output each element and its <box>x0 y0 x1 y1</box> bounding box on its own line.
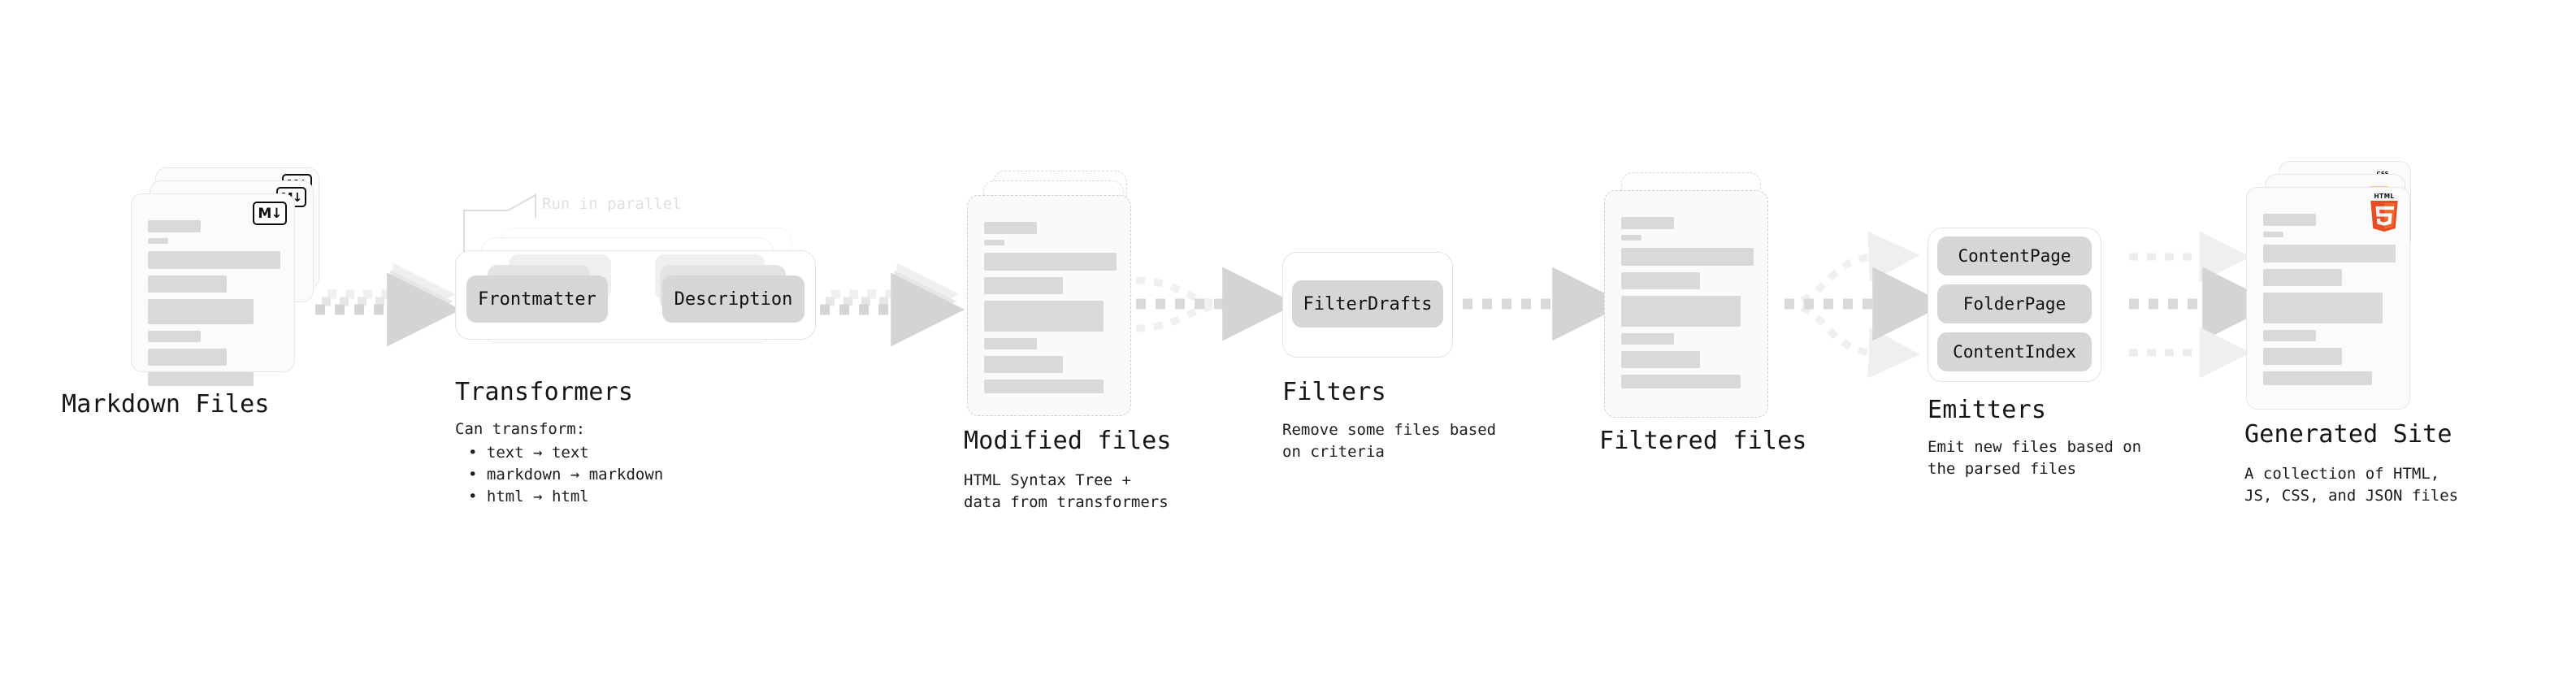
filters-desc-1: Remove some files based <box>1282 421 1497 439</box>
html5-icon: HTML <box>2369 193 2400 232</box>
markdown-card-front[interactable]: M↓ <box>131 193 295 386</box>
arrow-markdown-to-transformers <box>315 262 462 347</box>
filtered-card-front[interactable] <box>1604 190 1768 418</box>
modified-files-desc-1: HTML Syntax Tree + <box>964 471 1131 489</box>
arrow-modified-to-filters <box>1135 267 1297 341</box>
frontmatter-pill[interactable]: Frontmatter <box>466 275 608 323</box>
contentpage-pill[interactable]: ContentPage <box>1937 236 2092 275</box>
arrow-filtered-to-emitters <box>1784 231 1947 379</box>
filters-desc-2: on criteria <box>1282 443 1385 461</box>
markdown-card-placeholder-lines <box>132 194 294 386</box>
arrow-emitters-to-site <box>2129 231 2277 379</box>
modified-card-placeholder-lines <box>968 196 1130 415</box>
markdown-files-title: Markdown Files <box>62 390 270 419</box>
generated-site-desc-2: JS, CSS, and JSON files <box>2244 487 2459 505</box>
run-in-parallel-label: Run in parallel <box>542 195 682 213</box>
transformers-transform-item-1: • markdown → markdown <box>468 466 664 484</box>
filters-title: Filters <box>1282 378 1386 406</box>
generated-site-desc-1: A collection of HTML, <box>2244 465 2440 483</box>
modified-files-title: Modified files <box>964 427 1172 455</box>
filterdrafts-pill[interactable]: FilterDrafts <box>1292 280 1443 327</box>
emitters-desc-2: the parsed files <box>1928 460 2077 478</box>
filtered-card-placeholder-lines <box>1605 191 1767 417</box>
generated-site-title: Generated Site <box>2244 420 2452 449</box>
markdown-badge: M↓ <box>253 202 287 225</box>
modified-card-front[interactable] <box>967 195 1131 416</box>
emitters-title: Emitters <box>1928 396 2047 424</box>
transformers-transform-item-2: • html → html <box>468 488 589 505</box>
folderpage-pill[interactable]: FolderPage <box>1937 284 2092 323</box>
transformers-transform-item-0: • text → text <box>468 444 589 462</box>
site-card-placeholder-lines <box>2247 188 2409 409</box>
modified-files-desc-2: data from transformers <box>964 493 1169 511</box>
transformers-title: Transformers <box>455 378 634 406</box>
html5-icon-label: HTML <box>2374 193 2395 200</box>
site-card-front[interactable]: HTML <box>2246 187 2410 410</box>
emitters-desc-1: Emit new files based on <box>1928 438 2142 456</box>
contentindex-pill[interactable]: ContentIndex <box>1937 332 2092 371</box>
filtered-files-title: Filtered files <box>1599 427 1807 455</box>
arrow-transformers-to-modified <box>820 262 965 347</box>
transformers-transform-heading: Can transform: <box>455 420 586 438</box>
description-pill[interactable]: Description <box>662 275 804 323</box>
